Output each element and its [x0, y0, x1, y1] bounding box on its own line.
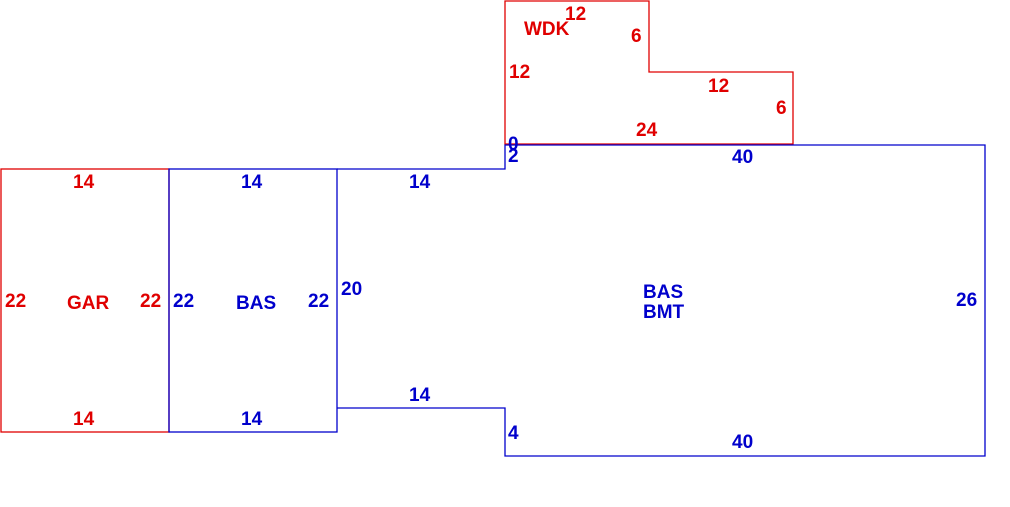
gar-right-dim: 22: [140, 291, 161, 312]
wdk-area-label: WDK: [524, 19, 570, 40]
wdk-outline: [504, 0, 794, 145]
bas-small-area-label: BAS: [236, 293, 276, 314]
connector-left-dim: 20: [341, 279, 362, 300]
wdk-step-dim: 12: [708, 76, 729, 97]
bas-main-outline: [337, 144, 986, 457]
main-step-bottom-dim: 4: [508, 423, 519, 444]
connector-bottom-dim: 14: [409, 385, 431, 406]
main-zero-dim: 0: [508, 134, 519, 155]
wdk-right-lower-dim: 6: [776, 98, 787, 119]
bas-small-outline: [168, 168, 338, 433]
wdk-left-dim: 12: [509, 62, 530, 83]
bas-small-left-dim: 22: [173, 291, 194, 312]
bas-main-area-label: BAS: [643, 282, 683, 303]
wdk-bottom-dim: 24: [636, 120, 658, 141]
bmt-area-label: BMT: [643, 302, 685, 323]
wdk-right-upper-dim: 6: [631, 26, 642, 47]
gar-top-dim: 14: [73, 172, 95, 193]
main-step-top-dim: 2: [508, 146, 519, 167]
connector-top-dim: 14: [409, 172, 431, 193]
main-bottom-dim: 40: [732, 432, 753, 453]
main-right-dim: 26: [956, 290, 977, 311]
gar-bottom-dim: 14: [73, 409, 95, 430]
wdk-top-dim: 12: [565, 4, 586, 25]
gar-left-dim: 22: [5, 291, 26, 312]
bas-small-top-dim: 14: [241, 172, 263, 193]
bas-small-bottom-dim: 14: [241, 409, 263, 430]
bas-small-right-dim: 22: [308, 291, 329, 312]
main-top-dim: 40: [732, 147, 753, 168]
gar-area-label: GAR: [67, 293, 110, 314]
